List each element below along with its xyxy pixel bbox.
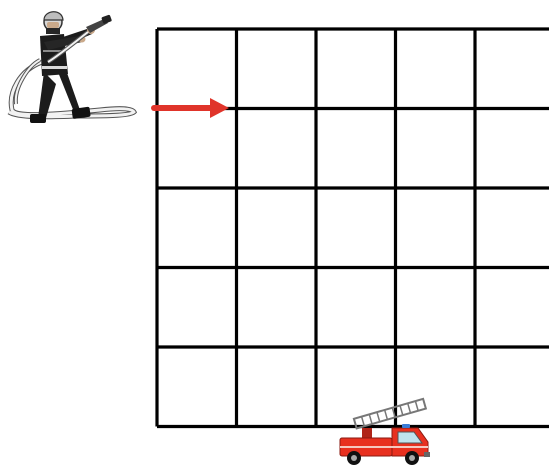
- firefighter-icon: [9, 12, 134, 123]
- path-grid: [157, 29, 549, 427]
- start-arrow: [154, 98, 229, 118]
- fire-truck-icon: [340, 399, 430, 465]
